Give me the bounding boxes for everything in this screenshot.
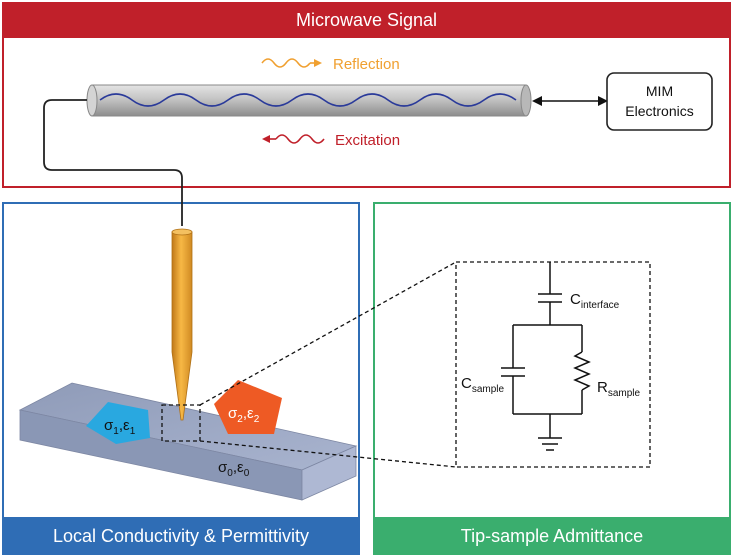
electronics-line2: Electronics [625, 103, 693, 119]
tip-zoom-box [161, 404, 201, 442]
excitation-wave-icon [262, 134, 325, 144]
tip-sample-admittance-footer: Tip-sample Admittance [373, 517, 731, 555]
zoom-line-bottom [199, 440, 457, 468]
reflection-label: Reflection [333, 56, 400, 73]
electronics-line1: MIM [646, 83, 673, 99]
coaxial-cable [86, 84, 532, 117]
probe-wire [43, 99, 183, 226]
c-sample-label: Csample [461, 375, 505, 395]
region-2 [214, 380, 282, 434]
local-conductivity-footer: Local Conductivity & Permittivity [2, 517, 360, 555]
r-sample-label: Rsample [597, 379, 641, 399]
excitation-label: Excitation [335, 132, 400, 149]
region-0-label: σ0,ε0 [218, 459, 250, 479]
zoom-line-top [199, 261, 457, 406]
panel-title: Microwave Signal [295, 10, 438, 30]
c-interface-label: Cinterface [570, 291, 620, 311]
mim-electronics-box: MIM Electronics [606, 72, 713, 131]
region-1 [86, 402, 150, 444]
panel-title: Tip-sample Admittance [460, 526, 644, 546]
probe-tip [171, 228, 193, 421]
microwave-signal-header: Microwave Signal [2, 2, 731, 38]
bidirectional-arrow-icon [532, 96, 608, 106]
region-2-label: σ2,ε2 [228, 405, 260, 425]
reflection-wave-icon [261, 58, 322, 68]
panel-title: Local Conductivity & Permittivity [52, 526, 310, 546]
equivalent-circuit: Cinterface Csample Rsample [455, 261, 651, 468]
signal-wave [99, 93, 517, 107]
circuit-frame [455, 261, 651, 468]
region-1-label: σ1,ε1 [104, 417, 136, 437]
